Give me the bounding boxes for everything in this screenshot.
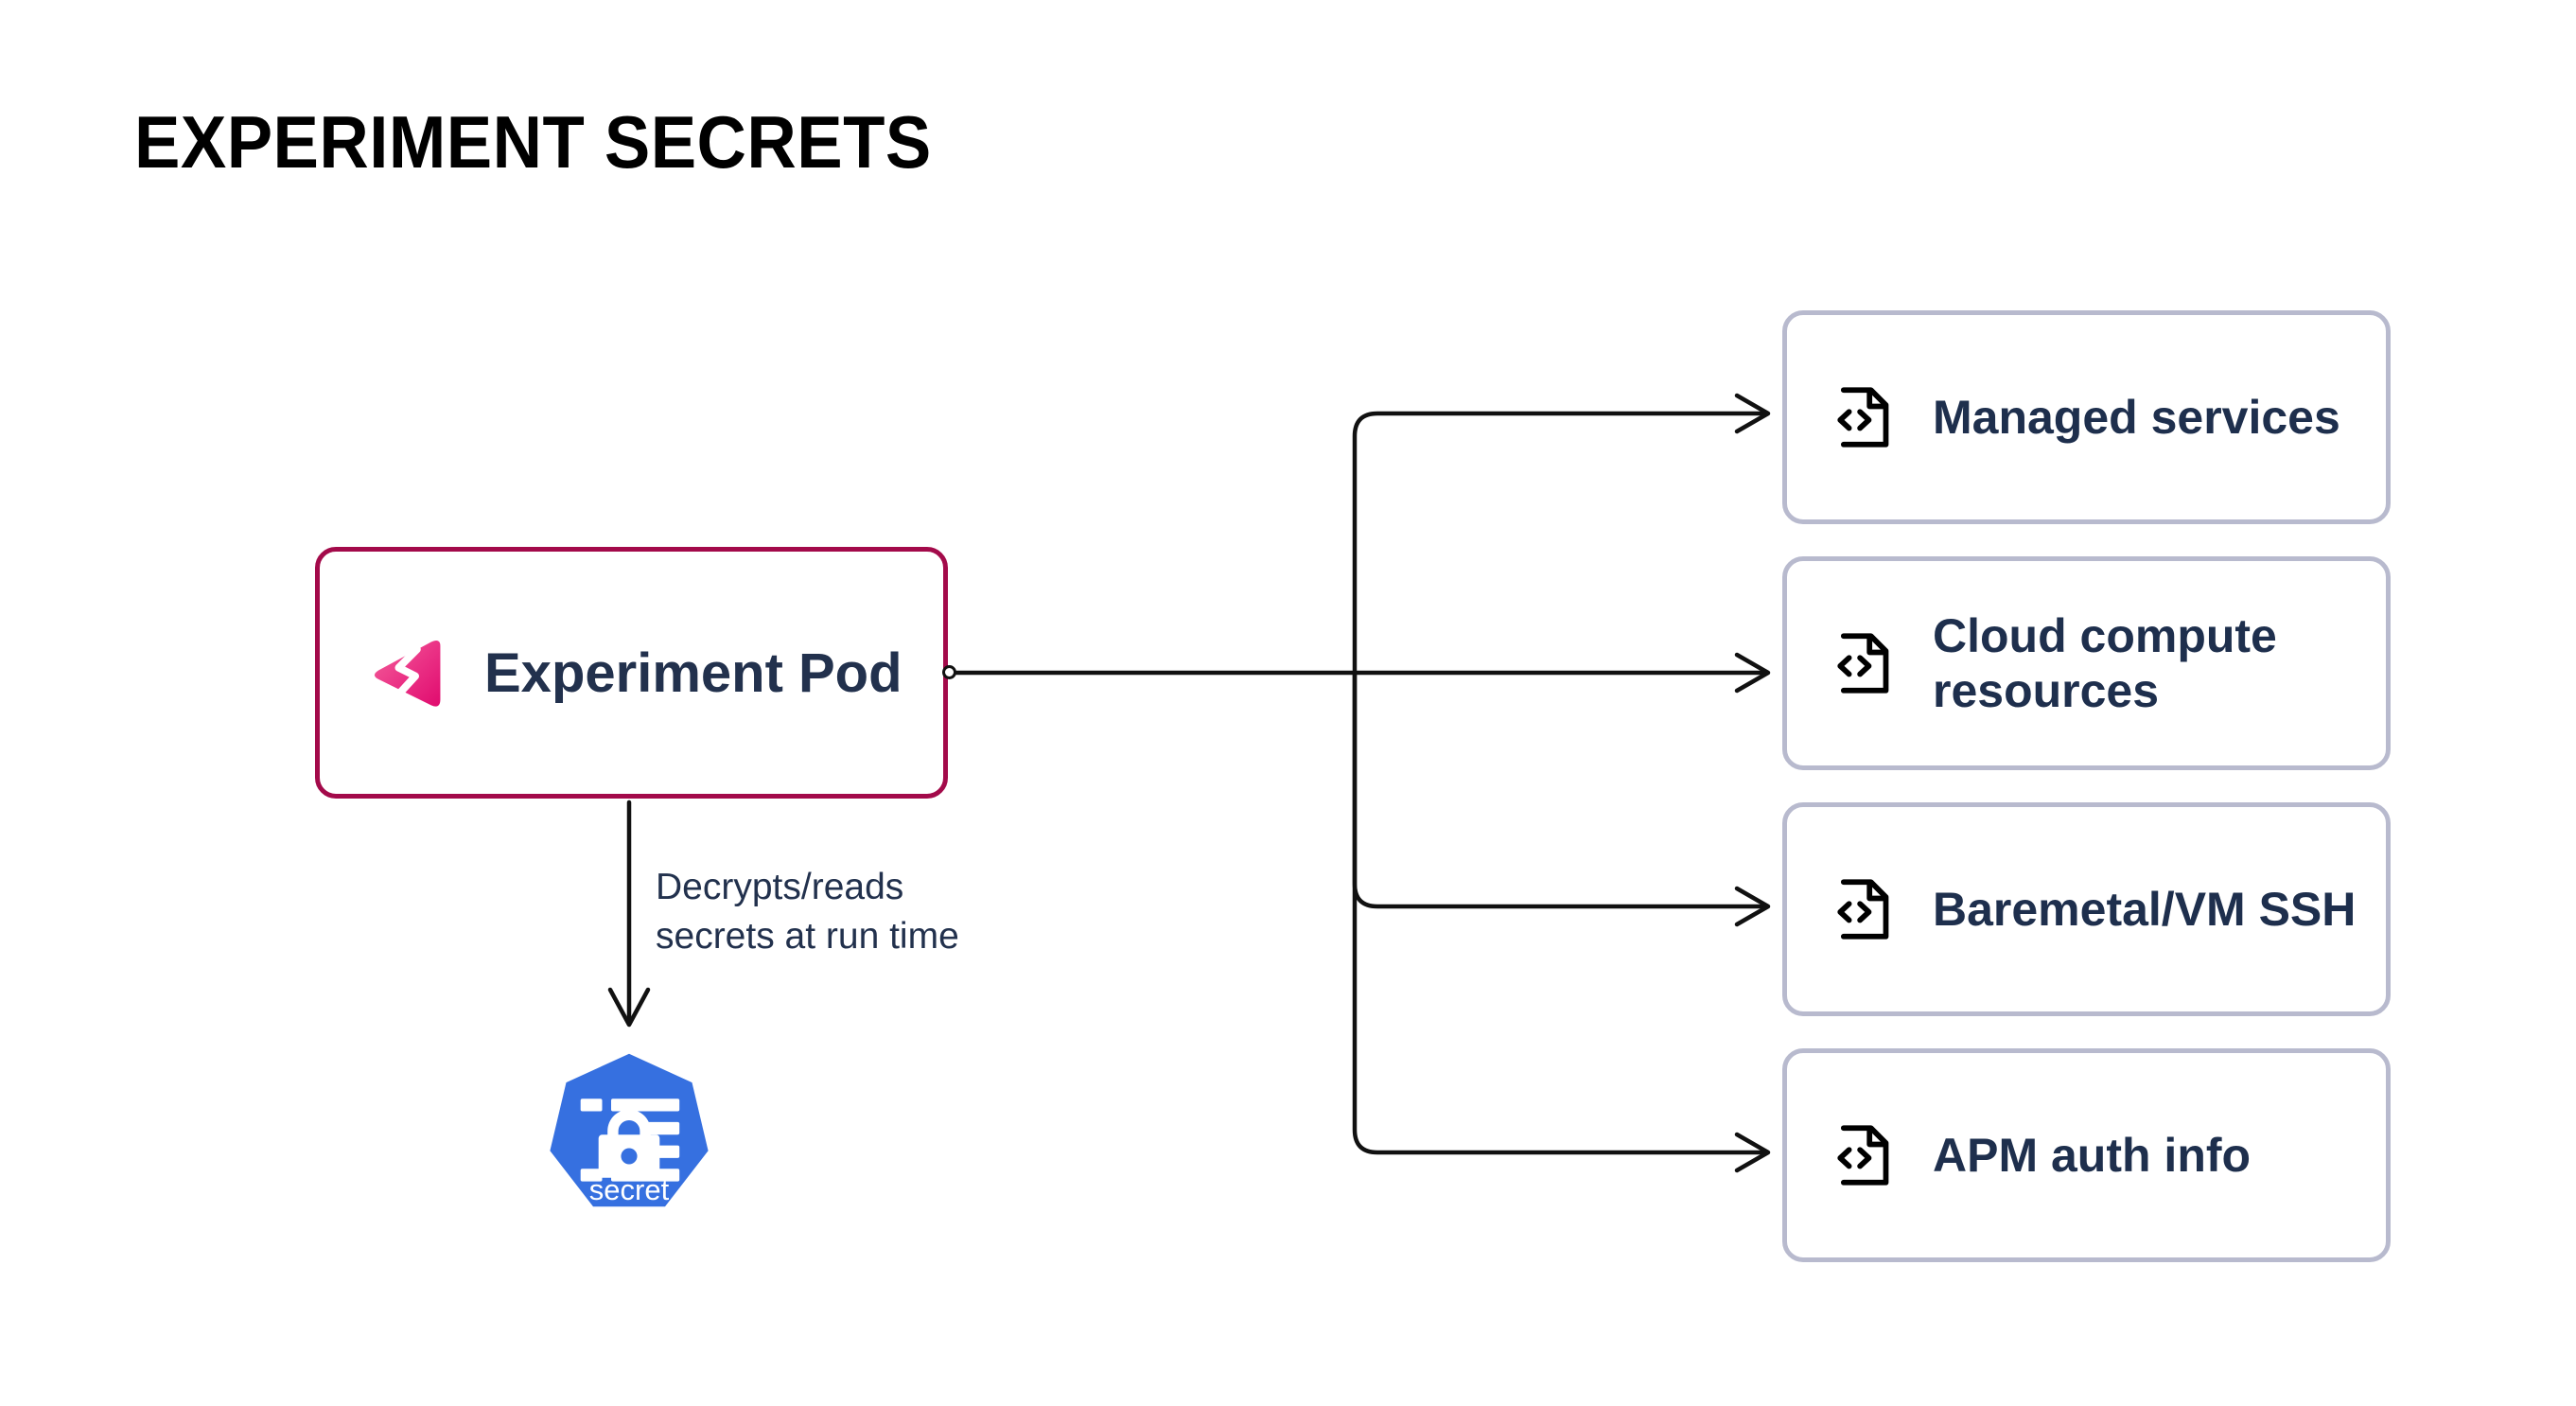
arrowhead-baremetal xyxy=(1734,886,1771,927)
target-card-label: APM auth info xyxy=(1933,1129,2252,1182)
target-card-baremetal-vm-ssh[interactable]: Baremetal/VM SSH xyxy=(1782,802,2391,1016)
edge-spine-to-apm xyxy=(1352,670,1766,1155)
experiment-pod-label: Experiment Pod xyxy=(484,641,902,704)
arrowhead-apm xyxy=(1734,1132,1771,1173)
target-card-label: Cloud compute resources xyxy=(1933,609,2277,717)
secret-node-label: secret xyxy=(588,1173,670,1206)
arrowhead-managed xyxy=(1734,393,1771,434)
file-code-icon xyxy=(1837,879,1889,940)
arrowhead-secret xyxy=(607,987,651,1028)
target-card-label: Baremetal/VM SSH xyxy=(1933,883,2357,936)
chaos-experiment-logo-icon xyxy=(374,640,441,707)
target-card-label: Managed services xyxy=(1933,391,2340,444)
edge-spine-to-managed xyxy=(1352,411,1766,676)
arrowhead-cloud xyxy=(1734,652,1771,694)
file-code-icon xyxy=(1837,633,1889,694)
edge-label-decrypts-reads: Decrypts/reads secrets at run time xyxy=(656,867,959,957)
file-code-icon xyxy=(1837,387,1889,448)
edge-spine-to-baremetal xyxy=(1352,670,1766,909)
target-card-cloud-compute-resources[interactable]: Cloud compute resources xyxy=(1782,556,2391,770)
connector-port-circle-icon xyxy=(942,665,956,679)
target-card-apm-auth-info[interactable]: APM auth info xyxy=(1782,1048,2391,1262)
target-card-managed-services[interactable]: Managed services xyxy=(1782,310,2391,524)
file-code-icon xyxy=(1837,1125,1889,1186)
page-title: EXPERIMENT SECRETS xyxy=(134,100,932,184)
kubernetes-secret-node[interactable]: secret xyxy=(539,1048,719,1228)
kubernetes-secret-icon xyxy=(550,1053,709,1207)
experiment-pod-node[interactable]: Experiment Pod xyxy=(315,547,948,799)
